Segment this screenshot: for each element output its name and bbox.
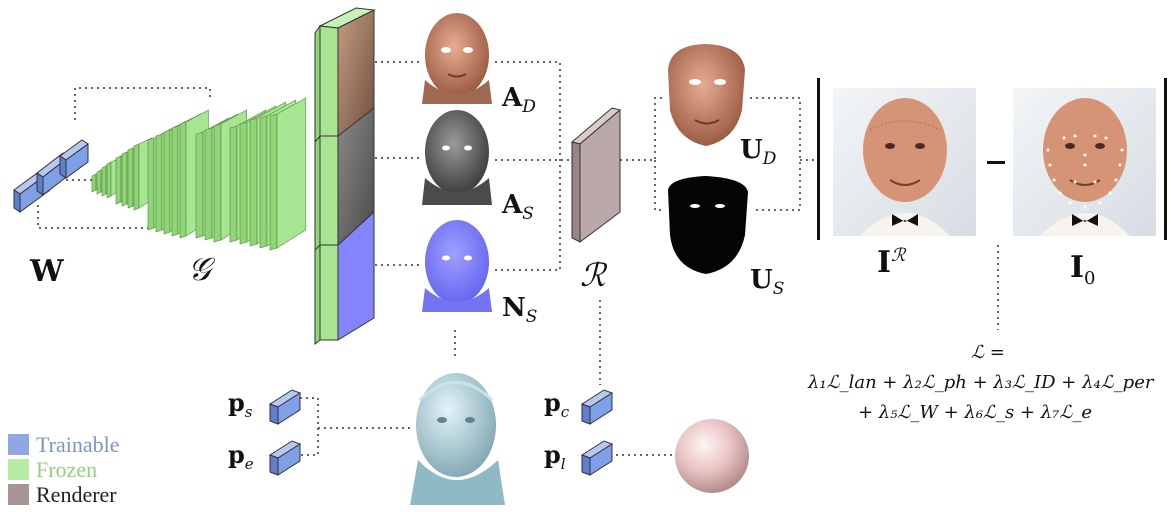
parameter-boxes [268, 389, 614, 476]
label-ud: UD [740, 135, 777, 170]
legend: Trainable Frozen Renderer [8, 432, 120, 507]
param-box-pe [268, 440, 302, 476]
label-g: 𝒢 [188, 250, 211, 288]
label-ad: AD [502, 83, 536, 118]
generator-layer-side [96, 169, 102, 195]
param-box-pl [580, 440, 614, 476]
label-pc: pc [544, 388, 570, 421]
shading-map-panel [314, 106, 375, 256]
generator-layer-side [195, 131, 204, 239]
label-w: W [30, 254, 64, 289]
label-as: AS [502, 190, 534, 225]
albedo-map-panel [314, 7, 376, 149]
loss-image-comparison [817, 78, 1167, 240]
connector-w-to-g-bottom [37, 205, 150, 229]
generator-layer-side [133, 143, 140, 211]
generator-layer-side [147, 137, 155, 231]
legend-label-trainable: Trainable [36, 431, 120, 457]
label-ir: Iℛ [877, 245, 906, 280]
loss-line-1: λ₁ℒ_lan + λ₂ℒ_ph + λ₃ℒ_ID + λ₄ℒ_per [808, 372, 1154, 393]
mesh-head [410, 373, 505, 505]
param-box-ps [268, 389, 302, 425]
generator-layer-side [179, 121, 187, 239]
param-box-pc [580, 389, 614, 425]
connector-lines [30, 61, 999, 456]
renderer-panel [570, 107, 622, 243]
albedo-head [422, 13, 492, 104]
generator-layer-side [213, 123, 222, 243]
left-bar [817, 78, 820, 240]
generator-layer-side [259, 115, 268, 249]
generator-layer-side [249, 117, 258, 247]
landmark-dots [1046, 134, 1124, 209]
generator-layer-side [155, 133, 163, 233]
legend-trainable: Trainable [8, 432, 120, 457]
generator-layer-side [239, 121, 248, 245]
w-box-3 [59, 139, 89, 179]
connector-maps-to-renderer [495, 61, 561, 271]
legend-swatch-trainable [8, 434, 29, 455]
shading-head [422, 110, 492, 205]
generator-layer-side [101, 165, 107, 197]
input-photo-i0 [1013, 88, 1156, 236]
generator-layer-side [163, 129, 171, 235]
normal-head [422, 220, 492, 312]
legend-swatch-renderer [8, 484, 29, 505]
generator-layer-side [127, 147, 134, 209]
generator-layer-side [121, 151, 128, 207]
connector-renderer-to-ud [620, 97, 665, 161]
right-bar [1164, 78, 1167, 240]
rendered-photo-ir [833, 88, 976, 236]
generator-layer-side [229, 125, 238, 243]
loss-line-2: + λ₅ℒ_W + λ₆ℒ_s + λ₇ℒ_e [858, 402, 1093, 423]
label-pl: pl [544, 440, 566, 473]
loss-line-0: ℒ = [971, 342, 1005, 363]
generator-layer-side [269, 113, 278, 251]
legend-frozen: Frozen [8, 457, 120, 482]
label-ps: ps [228, 388, 253, 421]
lighting-sphere [675, 419, 749, 493]
generator-layer-side [91, 173, 97, 193]
connector-renderer-to-us [654, 160, 665, 211]
minus-sign [987, 161, 1005, 164]
rendered-face-ud [668, 44, 745, 146]
generator-layer-side [171, 125, 179, 237]
legend-label-renderer: Renderer [36, 481, 117, 507]
label-i0: I0 [1070, 250, 1096, 289]
legend-swatch-frozen [8, 459, 29, 480]
rendered-face-us [668, 176, 748, 274]
loss-formula: ℒ = λ₁ℒ_lan + λ₂ℒ_ph + λ₃ℒ_ID + λ₄ℒ_per … [808, 338, 1168, 428]
generator-g-layers [91, 97, 307, 251]
label-pe: pe [228, 440, 254, 473]
normal-map-panel [314, 210, 375, 346]
label-us: US [750, 265, 785, 300]
label-ns: NS [502, 293, 538, 328]
generator-layer-side [115, 155, 122, 205]
label-r: ℛ [580, 256, 606, 294]
legend-label-frozen: Frozen [36, 456, 98, 482]
generator-layer-side [106, 161, 112, 199]
latent-w-stack [13, 139, 89, 213]
connector-params-bracket [300, 397, 319, 456]
connector-w-to-g-top [74, 87, 211, 120]
legend-renderer: Renderer [8, 482, 120, 507]
connector-outputs [750, 97, 801, 211]
generator-layer-face [276, 97, 307, 249]
generator-layer-side [204, 127, 213, 241]
